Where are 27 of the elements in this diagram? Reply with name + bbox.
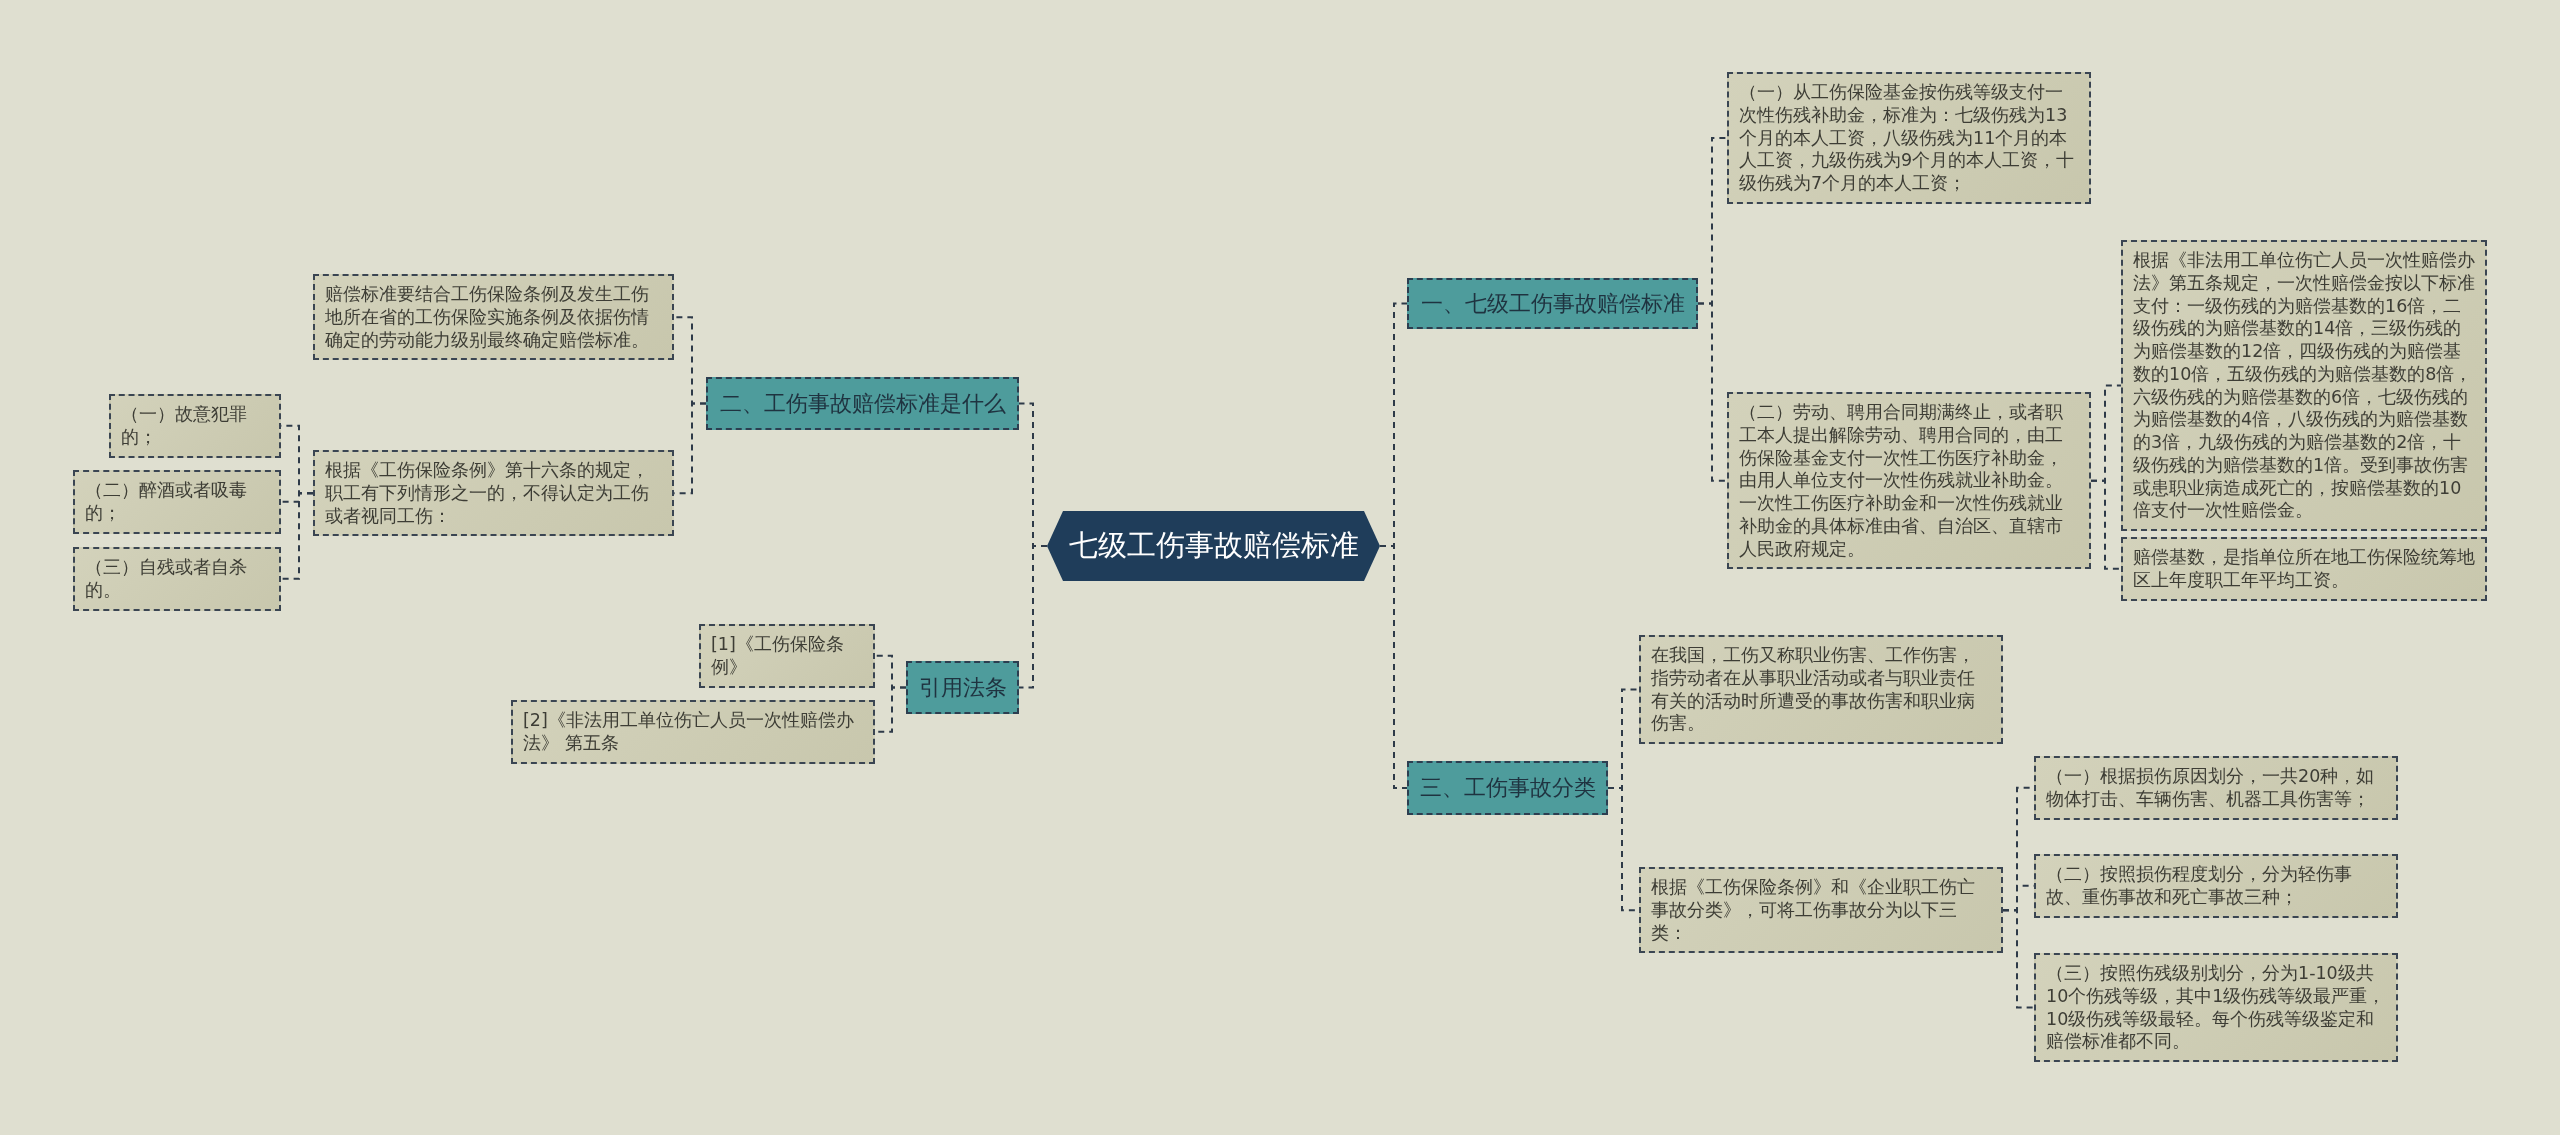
text-box: （一）故意犯罪的； <box>109 394 281 458</box>
connector-line <box>1018 545 1048 689</box>
central-topic: 七级工伤事故赔偿标准 <box>1047 511 1380 581</box>
text-box: （三）自残或者自杀的。 <box>73 547 281 611</box>
text-box: [2]《非法用工单位伤亡人员一次性赔偿办法》 第五条 <box>511 700 875 764</box>
connector-line <box>280 492 314 580</box>
text-box: （三）按照伤残级别划分，分为1-10级共10个伤残等级，其中1级伤残等级最严重，10级伤残等级最轻。每个伤残等级鉴定和赔偿标准都不同。 <box>2034 953 2398 1062</box>
text-box: 在我国，工伤又称职业伤害、工作伤害，指劳动者在从事职业活动或者与职业责任有关的活动时所遭受的事故伤害和职业病伤害。 <box>1639 635 2003 744</box>
text-box: 根据《非法用工单位伤亡人员一次性赔偿办法》第五条规定，一次性赔偿金按以下标准支付：一级伤残的为赔偿基数的16倍，二级伤残的为赔偿基数的14倍，三级伤残的为赔偿基数的12倍，四级伤残的为赔偿基数的10倍，五级伤残的为赔偿基数的8倍，六级伤残的为赔偿基数的6倍，七级伤残的为赔偿基数的4倍，八级伤残的为赔偿基数的3倍，九级伤残的为赔偿基数的2倍，十级伤残的为赔偿基数的1倍。受到事故伤害或患职业病造成死亡的，按赔偿基数的10倍支付一次性赔偿金。 <box>2121 240 2487 531</box>
text-box: （二）醉酒或者吸毒的； <box>73 470 281 534</box>
text-box: [1]《工伤保险条例》 <box>699 624 875 688</box>
connector-line <box>1697 302 1728 482</box>
text-box: 赔偿标准要结合工伤保险条例及发生工伤地所在省的工伤保险实施条例及依据伤情确定的劳动能力级别最终确定赔偿标准。 <box>313 274 674 361</box>
text-box: 根据《工伤保险条例》第十六条的规定，职工有下列情形之一的，不得认定为工伤或者视同工伤： <box>313 450 674 537</box>
topic-box: 一、七级工伤事故赔偿标准 <box>1407 278 1698 329</box>
text-box: 赔偿基数，是指单位所在地工伤保险统筹地区上年度职工年平均工资。 <box>2121 537 2487 601</box>
connector-line <box>1379 545 1408 789</box>
text-box: （二）劳动、聘用合同期满终止，或者职工本人提出解除劳动、聘用合同的，由工伤保险基金支付一次性工伤医疗补助金，由用人单位支付一次性伤残就业补助金。一次性工伤医疗补助金和一次性伤残就业补助金的具体标准由省、自治区、直辖市人民政府规定。 <box>1727 392 2091 570</box>
text-box: （二）按照损伤程度划分，分为轻伤事故、重伤事故和死亡事故三种； <box>2034 854 2398 918</box>
topic-box: 三、工伤事故分类 <box>1407 761 1608 815</box>
text-box: （一）从工伤保险基金按伤残等级支付一次性伤残补助金，标准为：七级伤残为13个月的本人工资，八级伤残为11个月的本人工资，九级伤残为9个月的本人工资，十级伤残为7个月的本人工资； <box>1727 72 2091 204</box>
text-box: 根据《工伤保险条例》和《企业职工伤亡事故分类》，可将工伤事故分为以下三类： <box>1639 867 2003 954</box>
topic-box: 二、工伤事故赔偿标准是什么 <box>706 377 1019 430</box>
connector-line <box>2090 479 2122 570</box>
topic-box: 引用法条 <box>906 661 1019 714</box>
connector-line <box>2002 909 2035 1009</box>
text-box: （一）根据损伤原因划分，一共20种，如物体打击、车辆伤害、机器工具伤害等； <box>2034 756 2398 820</box>
